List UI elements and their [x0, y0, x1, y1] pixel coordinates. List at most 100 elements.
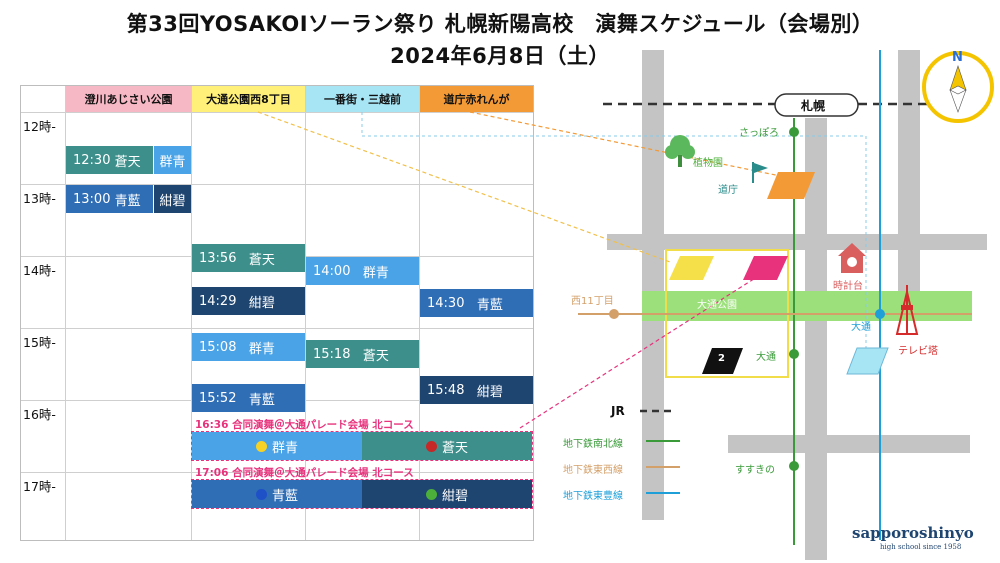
- venue-marker-ichibangai: [846, 347, 889, 375]
- joint-performance[interactable]: 青藍 紺碧: [191, 479, 533, 509]
- hour-label: 15時-: [23, 335, 56, 350]
- timetable: 澄川あじさい公園 大通公園西8丁目 一番街・三越前 道庁赤れんが 12時- 13…: [20, 85, 534, 541]
- joint-label: 17:06 合同演舞＠大通パレード会場 北コース: [195, 467, 414, 479]
- performance-block[interactable]: 紺碧: [154, 185, 191, 213]
- brand-logo: sapporoshinyo: [852, 524, 974, 542]
- performance-time: 15:18: [313, 346, 351, 362]
- performance-time: 13:56: [199, 250, 237, 266]
- performance-block[interactable]: 13:00 青藍: [66, 185, 153, 213]
- station-label: すすきの: [735, 465, 775, 476]
- performance-time: 15:08: [199, 339, 237, 355]
- station-label: 大通: [851, 322, 871, 333]
- brand-subtitle: high school since 1958: [880, 543, 962, 551]
- page-title: 第33回YOSAKOIソーラン祭り 札幌新陽高校 演舞スケジュール（会場別）: [126, 12, 874, 36]
- joint-label: 16:36 合同演舞＠大通パレード会場 北コース: [195, 419, 414, 431]
- performance-block[interactable]: 群青: [154, 146, 191, 174]
- performance-time: 15:52: [199, 390, 237, 406]
- performance-team: 紺碧: [476, 384, 503, 400]
- performance-block[interactable]: 13:56 蒼天: [192, 244, 305, 272]
- joint-team-name: 青藍: [271, 488, 298, 504]
- performance-team: 青藍: [114, 193, 141, 209]
- performance-block[interactable]: 12:30 蒼天: [66, 146, 153, 174]
- joint-performance[interactable]: 群青 蒼天: [191, 431, 533, 461]
- joint-team-name: 紺碧: [441, 488, 468, 504]
- landmark-label: テレビ塔: [898, 346, 938, 357]
- venue-marker-odori8: [669, 256, 714, 280]
- performance-time: 14:30: [427, 295, 465, 311]
- tv-tower-deck: [901, 305, 913, 310]
- hour-label: 12時-: [23, 119, 56, 134]
- joint-team-name: 群青: [271, 440, 298, 456]
- landmark-label: 時計台: [833, 281, 863, 292]
- station-dot: [789, 349, 799, 359]
- venue-marker-doucho: [767, 172, 815, 199]
- hour-label: 17時-: [23, 479, 56, 494]
- tree-icon-part: [681, 145, 695, 159]
- performance-time: 15:48: [427, 382, 465, 398]
- sapporo-station-label: 札幌: [801, 99, 826, 113]
- col-line: [305, 86, 306, 540]
- venue-header-doucho: 道庁赤れんが: [420, 86, 533, 112]
- station-dot: [789, 461, 799, 471]
- performance-block[interactable]: 15:08 群青: [192, 333, 305, 361]
- venue-marker-number: 2: [718, 353, 725, 364]
- performance-block[interactable]: 14:30 青藍: [420, 289, 533, 317]
- col-line: [419, 86, 420, 540]
- hour-label: 16時-: [23, 407, 56, 422]
- performance-team: 青藍: [476, 297, 503, 313]
- clock-tower-icon: [838, 243, 866, 256]
- performance-time: 14:00: [313, 263, 351, 279]
- joint-team: 紺碧: [362, 480, 532, 508]
- venue-header-sumikawa: 澄川あじさい公園: [66, 86, 191, 112]
- station-label: 西11丁目: [571, 296, 614, 307]
- station-label: さっぽろ: [739, 128, 779, 139]
- performance-team: 群青: [248, 341, 275, 357]
- station-dot: [789, 127, 799, 137]
- col-line: [191, 86, 192, 540]
- legend-label: JR: [611, 404, 625, 418]
- clock-face: [847, 257, 857, 267]
- compass-needle-south: [949, 89, 967, 113]
- performance-team: 青藍: [248, 392, 275, 408]
- performance-team: 蒼天: [248, 252, 275, 268]
- odori-park: [642, 291, 972, 321]
- connector-line: [257, 111, 671, 263]
- yellow-dot-icon: [255, 440, 267, 452]
- legend-label: 地下鉄東西線: [563, 465, 623, 476]
- performance-block[interactable]: 14:29 紺碧: [192, 287, 305, 315]
- tree-trunk: [678, 155, 682, 167]
- joint-team: 蒼天: [362, 432, 532, 460]
- row-line: [21, 184, 533, 185]
- landmark-label: 大通公園: [697, 300, 737, 311]
- row-line: [21, 472, 533, 473]
- joint-team: 青藍: [192, 480, 362, 508]
- performance-time: 12:30: [73, 152, 111, 168]
- station-dot: [609, 309, 619, 319]
- row-line: [21, 328, 533, 329]
- hour-label: 14時-: [23, 263, 56, 278]
- red-dot-icon: [425, 440, 437, 452]
- hour-label: 13時-: [23, 191, 56, 206]
- blue-dot-icon: [255, 488, 267, 500]
- connector-line: [469, 111, 791, 179]
- performance-team: 群青: [159, 154, 186, 170]
- performance-team: 蒼天: [114, 154, 141, 170]
- performance-block[interactable]: 14:00 群青: [306, 257, 419, 285]
- performance-team: 蒼天: [362, 348, 389, 364]
- performance-block[interactable]: 15:52 青藍: [192, 384, 305, 412]
- joint-team: 群青: [192, 432, 362, 460]
- venue-header-odori8: 大通公園西8丁目: [192, 86, 305, 112]
- landmark-label: 植物園: [693, 158, 723, 169]
- flag-icon-part: [754, 163, 768, 173]
- performance-block[interactable]: 15:48 紺碧: [420, 376, 533, 404]
- sapporo-station-pill: [774, 93, 859, 117]
- joint-team-name: 蒼天: [441, 440, 468, 456]
- street: [607, 234, 987, 250]
- landmark-label: 道庁: [718, 185, 738, 196]
- street: [642, 50, 664, 520]
- station-dot: [875, 309, 885, 319]
- performance-time: 13:00: [73, 191, 111, 207]
- performance-block[interactable]: 15:18 蒼天: [306, 340, 419, 368]
- connector-line: [361, 112, 867, 360]
